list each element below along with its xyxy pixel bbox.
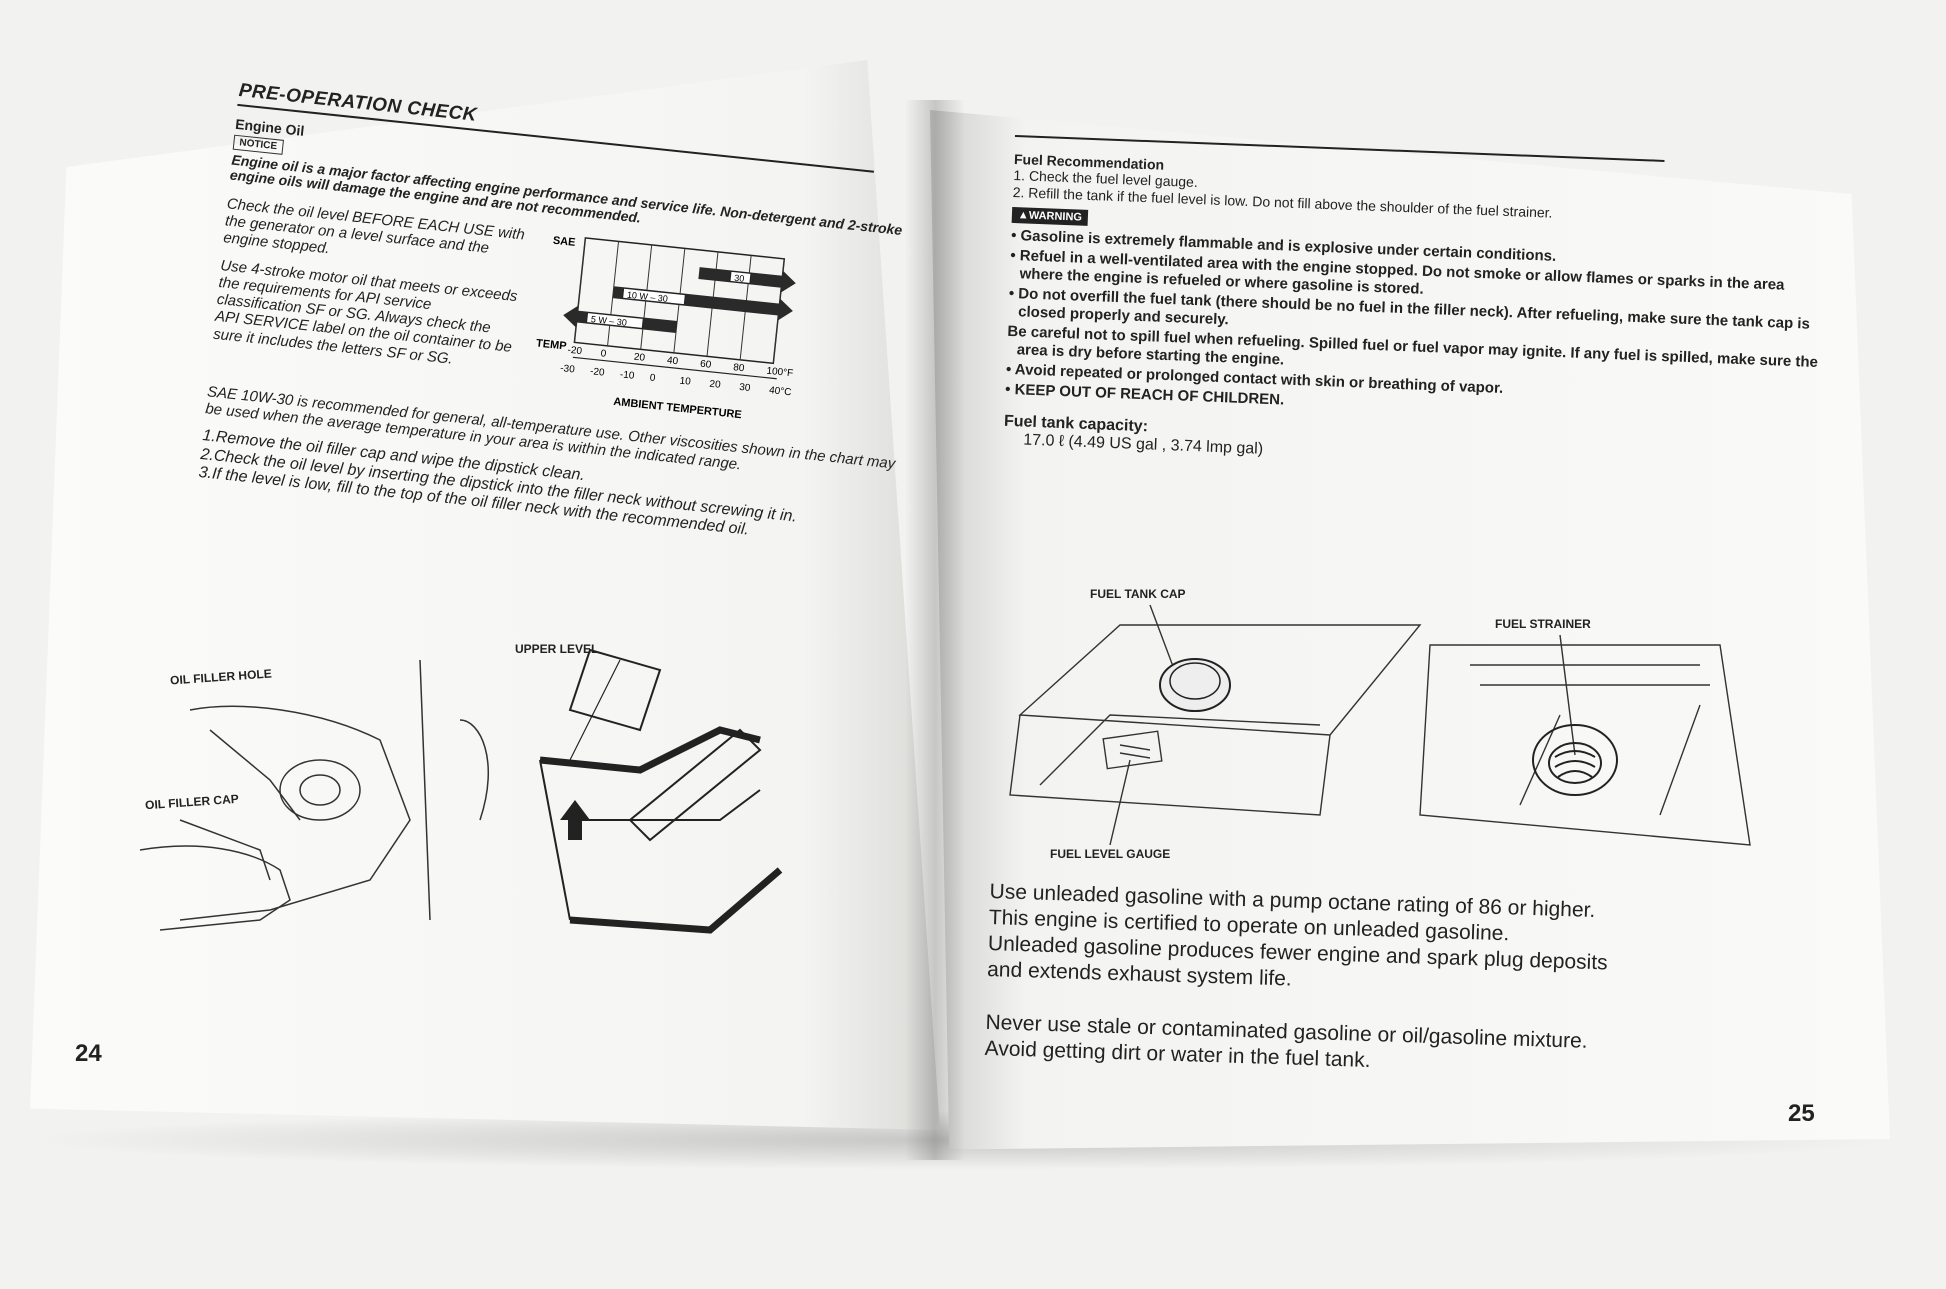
chart-temp-label: TEMP <box>535 337 567 352</box>
chart-f-tick: 40 <box>666 355 679 367</box>
hand-outline <box>139 845 291 931</box>
chart-bar-label-bg <box>586 311 644 329</box>
chart-f-tick: 100°F <box>766 365 794 379</box>
chart-f-tick: 0 <box>600 348 607 360</box>
chart-gridline <box>573 237 586 343</box>
chart-bars: 30 10 W – 305 W – 30 <box>563 266 796 333</box>
oil-illustrations: OIL FILLER HOLE OIL FILLER CAP UPPER LEV… <box>120 620 920 980</box>
oil-info-block: Check the oil level BEFORE EACH USE with… <box>209 195 925 452</box>
chart-bar-label: 30 <box>734 273 745 284</box>
cap-leader <box>179 819 271 881</box>
engine-outline <box>179 705 411 921</box>
chart-c-tick: 10 <box>679 375 692 387</box>
fuel-text-block: Use unleaded gasoline with a pump octane… <box>984 880 1839 1089</box>
left-page <box>30 60 940 1130</box>
chart-c-tick: -10 <box>619 369 635 381</box>
oil-text-column: Check the oil level BEFORE EACH USE with… <box>209 195 527 410</box>
fuel-strainer-icon <box>1554 750 1596 778</box>
right-page-number: 25 <box>1788 1100 1815 1127</box>
fuel-tank-drawing <box>1009 604 1751 846</box>
chart-f-tick: 60 <box>700 358 713 370</box>
chart-c-tick: 20 <box>709 379 722 391</box>
oil-fill-drawing <box>139 648 783 934</box>
chart-c-tick: -20 <box>590 366 606 378</box>
chart-sae-label: SAE <box>552 234 576 248</box>
chart-bar-label-bg <box>622 287 686 306</box>
chart-c-tick: 30 <box>739 382 752 394</box>
right-page-content: Fuel Recommendation 1. Check the fuel le… <box>1003 135 1834 480</box>
oil-level-line <box>539 726 761 774</box>
chart-bar-arrow <box>563 305 579 328</box>
engine-edge <box>419 659 431 921</box>
oil-spec-text: Use 4-stroke motor oil that meets or exc… <box>212 256 519 368</box>
tank-bottom <box>569 867 783 934</box>
chart-axis <box>572 356 777 380</box>
filler-leader <box>209 729 301 821</box>
chart-c-tick: 0 <box>649 372 656 384</box>
gauge-leader <box>1109 759 1131 846</box>
chart-f-tick: -20 <box>567 345 583 357</box>
chart-c-ticks: -30 -20 -10 0 10 20 30 40°C <box>560 363 792 398</box>
fuel-tank-illustration: FUEL TANK CAP FUEL STRAINER FUEL LEVEL G… <box>1000 585 1790 875</box>
chart-f-tick: 20 <box>633 351 646 363</box>
up-arrow-icon <box>560 800 590 840</box>
chart-f-ticks: -20 0 20 40 60 80 100°F <box>567 345 794 380</box>
right-page <box>930 110 1890 1150</box>
tank-recess <box>1039 714 1321 786</box>
strainer-panel <box>1419 644 1751 846</box>
fuel-tank-cap-icon <box>1169 662 1221 700</box>
chart-f-tick: 80 <box>733 362 746 374</box>
chart-c-tick: -30 <box>560 363 576 375</box>
fuel-level-gauge-label: FUEL LEVEL GAUGE <box>1050 847 1171 861</box>
panel-line <box>1659 704 1701 816</box>
fuel-strainer-icon <box>1548 742 1602 784</box>
chart-bar-arrow <box>777 298 793 321</box>
chart-bar-label-bg <box>729 270 752 284</box>
left-page-content: PRE-OPERATION CHECK Engine Oil NOTICE En… <box>198 80 936 555</box>
book-gutter <box>905 100 965 1160</box>
warning-badge: ▲WARNING <box>1011 206 1089 226</box>
strainer-leader <box>1559 634 1576 756</box>
chart-bar-label: 5 W – 30 <box>590 314 627 328</box>
upper-level-label: UPPER LEVEL <box>515 642 599 656</box>
tank-side <box>539 759 571 921</box>
fuel-tank-cap-label: FUEL TANK CAP <box>1090 587 1186 601</box>
fluid-line <box>580 789 761 821</box>
chart-bar-label: 10 W – 30 <box>627 289 669 303</box>
fuel-strainer-icon <box>1532 724 1618 796</box>
upper-level-leader <box>569 659 621 761</box>
fuel-level-gauge <box>1102 730 1163 770</box>
chart-axis-title: AMBIENT TEMPERTURE <box>613 396 743 421</box>
engine-edge <box>459 719 489 821</box>
dipstick <box>628 728 762 842</box>
tank-front <box>1009 714 1331 816</box>
warning-list: • Gasoline is extremely flammable and is… <box>1005 227 1831 430</box>
chart-bar-arrow <box>780 270 796 293</box>
engine-part <box>279 759 361 821</box>
fuel-tank-cap-icon <box>1159 658 1231 712</box>
oil-jug <box>568 648 662 732</box>
left-page-number: 24 <box>75 1040 102 1067</box>
engine-part <box>299 774 341 806</box>
fuel-strainer-label: FUEL STRAINER <box>1495 617 1591 631</box>
tank-top-panel <box>1018 624 1422 736</box>
chart-c-tick: 40°C <box>769 385 792 398</box>
gauge-marks <box>1119 744 1151 759</box>
